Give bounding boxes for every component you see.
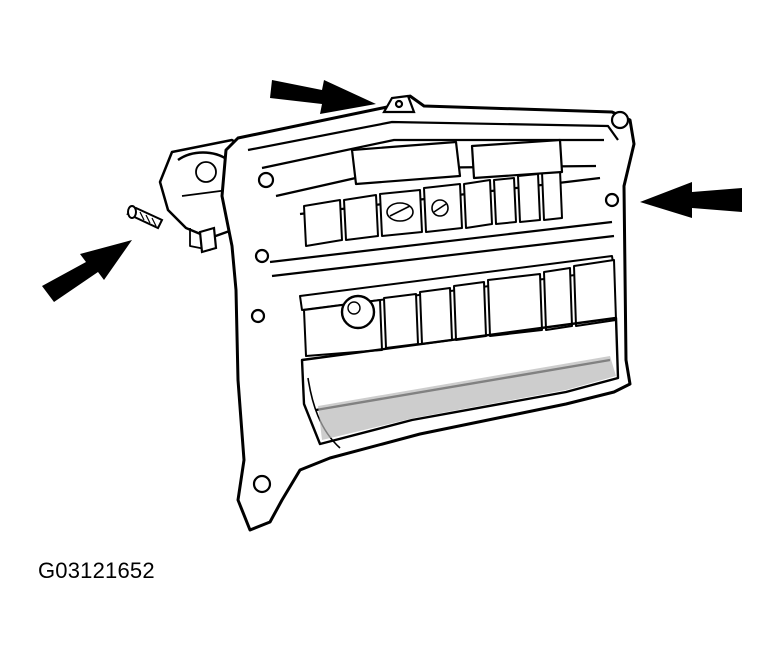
preset-button-row (303, 138, 564, 247)
mounting-tabs (198, 110, 630, 494)
pocket-shading (318, 356, 616, 440)
middle-band (269, 220, 615, 278)
top-clip-tab (382, 94, 416, 114)
arrow-left-icon (42, 240, 132, 302)
screw (126, 205, 164, 230)
arrow-right-icon (640, 182, 742, 218)
figure-code: G03121652 (38, 558, 155, 583)
arrow-top-icon (270, 80, 376, 114)
lower-control-row (299, 255, 617, 357)
button-symbols (386, 199, 449, 222)
